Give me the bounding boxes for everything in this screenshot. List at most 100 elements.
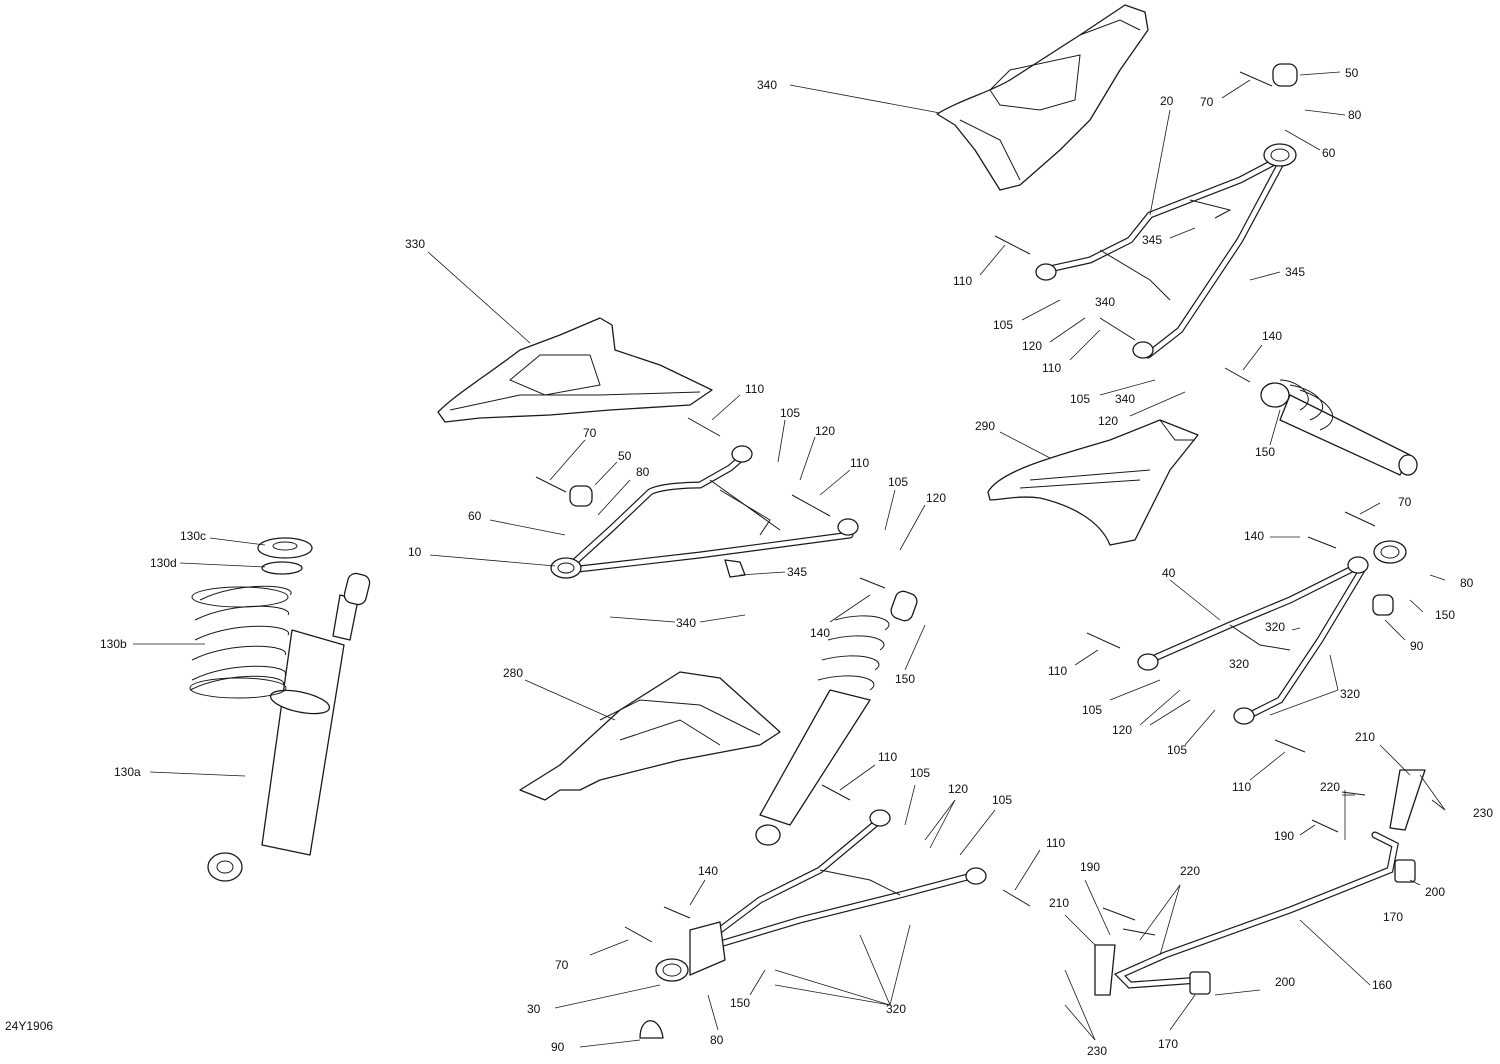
callout-20: 20: [1160, 94, 1174, 108]
callout-70-c: 70: [1398, 495, 1412, 509]
leader-lines: [133, 71, 1446, 1048]
ball-joint-90-right: [1372, 594, 1394, 616]
callout-340-b: 340: [1095, 295, 1115, 309]
callout-210-a: 210: [1355, 730, 1375, 744]
callout-190-b: 190: [1080, 860, 1100, 874]
callout-60-b: 60: [468, 509, 482, 523]
sway-bar-160: [1113, 831, 1399, 989]
callout-30: 30: [527, 1002, 541, 1016]
callout-130c: 130c: [180, 529, 206, 543]
callout-110-g: 110: [878, 750, 897, 764]
bolts: [535, 71, 1376, 943]
callout-140-a: 140: [1262, 329, 1282, 343]
callout-170-a: 170: [1383, 910, 1403, 924]
callout-210-b: 210: [1049, 896, 1069, 910]
callout-70-b: 70: [583, 426, 597, 440]
callout-50-top: 50: [1345, 66, 1359, 80]
callout-120-c: 120: [815, 424, 835, 438]
callout-labels: 340 50 70 80 60 20 345 345 110 340 105 1…: [5, 66, 1493, 1058]
callout-105-c: 105: [780, 406, 800, 420]
link-210-lower: [1094, 944, 1116, 996]
callout-200-b: 200: [1275, 975, 1295, 989]
diagram-id: 24Y1906: [5, 1019, 53, 1033]
link-210-upper: [1389, 769, 1426, 831]
ball-joint-50-right: [1272, 63, 1298, 87]
a-arm-30: [655, 809, 987, 982]
callout-110-c: 110: [745, 382, 764, 396]
callout-330: 340: [757, 78, 777, 92]
callout-150-d: 150: [730, 996, 750, 1010]
a-arm-10: [550, 445, 859, 579]
a-arm-40: [1137, 540, 1407, 725]
callout-290-d: 320: [886, 1002, 906, 1016]
callout-340-c: 340: [1115, 392, 1135, 406]
callout-80-b: 80: [636, 465, 650, 479]
callout-290-a: 320: [1265, 620, 1285, 634]
callout-105-g: 105: [910, 766, 930, 780]
guard-280: [987, 419, 1199, 546]
callout-290-b: 320: [1229, 657, 1249, 671]
bushing-170-lower: [1189, 971, 1211, 995]
callout-340-d: 340: [676, 616, 696, 630]
callout-150-b: 150: [895, 672, 915, 686]
callout-80-c: 80: [1460, 576, 1474, 590]
callout-140-d: 140: [698, 864, 718, 878]
spring-retainer-130d: [261, 561, 303, 575]
callout-50-b: 50: [618, 449, 632, 463]
callout-120-f: 120: [948, 782, 968, 796]
callout-290-c: 320: [1340, 687, 1360, 701]
callout-110-f: 110: [1232, 780, 1251, 794]
callout-120-d: 120: [926, 491, 946, 505]
guard-330: [936, 4, 1149, 191]
a-arm-20: [1035, 143, 1297, 359]
shock-right: [1260, 379, 1418, 476]
callout-160: 160: [1372, 978, 1392, 992]
callout-60-top: 60: [1322, 146, 1336, 160]
callout-10: 10: [408, 545, 422, 559]
callout-230-b: 230: [1087, 1044, 1107, 1058]
callout-140-b: 140: [810, 626, 830, 640]
callout-150-c: 150: [1435, 608, 1455, 622]
callout-140-c: 140: [1244, 529, 1264, 543]
callout-170-b: 170: [1158, 1037, 1178, 1051]
spring-seat-130c: [257, 537, 313, 559]
callout-80-d: 80: [710, 1033, 724, 1047]
callout-80-top: 80: [1348, 108, 1362, 122]
ball-joint-50-left: [569, 485, 593, 507]
callout-105-d: 105: [888, 475, 908, 489]
callout-130a: 130a: [114, 765, 141, 779]
callout-110-d: 110: [850, 456, 869, 470]
callout-280: 290: [975, 419, 995, 433]
callout-345-top: 345: [1285, 265, 1305, 279]
guard-270: [519, 671, 781, 801]
callout-110-e: 110: [1048, 664, 1067, 678]
callout-120-e: 120: [1112, 723, 1132, 737]
callout-130d: 130d: [150, 556, 177, 570]
callout-230-a: 230: [1473, 806, 1493, 820]
callout-110-h: 110: [1046, 836, 1065, 850]
callout-105-f: 105: [1167, 743, 1187, 757]
callout-105-e: 105: [1082, 703, 1102, 717]
callout-40: 40: [1162, 566, 1176, 580]
callout-90-b: 90: [551, 1040, 565, 1054]
shock-130a: [207, 572, 371, 882]
callout-90-a: 90: [1410, 639, 1424, 653]
callout-105-a: 105: [993, 318, 1013, 332]
callout-110-a: 110: [953, 274, 972, 288]
spring-130b: [189, 585, 292, 699]
callout-150-a: 150: [1255, 445, 1275, 459]
shock-middle: [755, 590, 918, 846]
callout-120-b: 120: [1098, 414, 1118, 428]
callout-200-a: 200: [1425, 885, 1445, 899]
ball-joint-90-left: [639, 1020, 664, 1039]
callout-345-b: 345: [787, 565, 807, 579]
callout-190-a: 190: [1274, 829, 1294, 843]
callout-70-top: 70: [1200, 95, 1214, 109]
callout-110-b: 110: [1042, 361, 1061, 375]
callout-105-h: 105: [992, 793, 1012, 807]
callout-270: 280: [503, 666, 523, 680]
bushing-170-upper: [1394, 859, 1416, 883]
callout-220-b: 220: [1180, 864, 1200, 878]
callout-70-d: 70: [555, 958, 569, 972]
